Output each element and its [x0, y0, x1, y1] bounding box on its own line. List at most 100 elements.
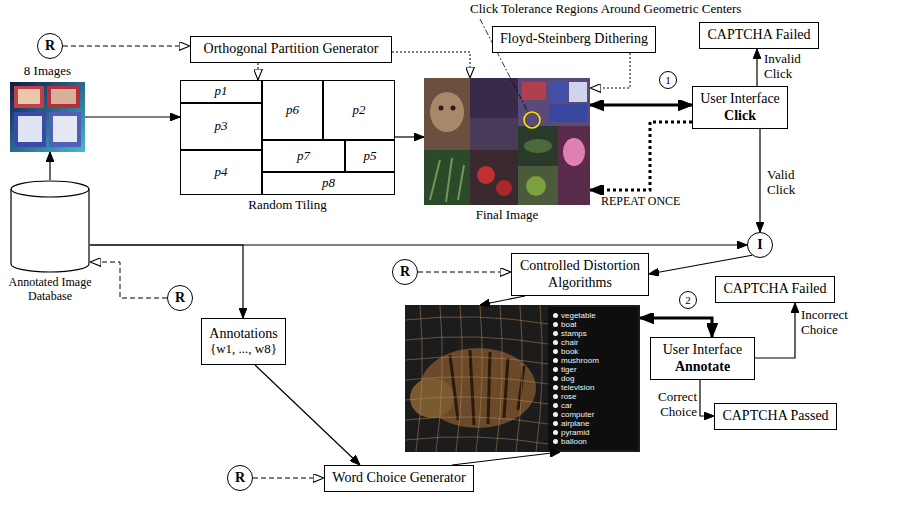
fruit [496, 180, 512, 196]
fruit-tile [470, 150, 518, 205]
cat-face [430, 92, 464, 132]
word-choice: stamps [552, 329, 640, 338]
word-choice: tiger [552, 365, 640, 374]
stamp-face [18, 89, 40, 104]
node-text: p3 [215, 119, 228, 134]
stamp [14, 86, 44, 108]
tile-box: p8 [262, 172, 395, 195]
stamp-face [51, 89, 76, 104]
click-tolerance-circle [524, 112, 540, 128]
leaf-tile [518, 126, 558, 166]
circle-node: R [37, 33, 63, 59]
process-box: User InterfaceClick [692, 86, 788, 129]
node-text: p8 [322, 176, 335, 191]
circle-node: 1 [659, 71, 677, 89]
tile-box: p5 [345, 140, 395, 172]
node-text: CAPTCHA Failed [723, 281, 826, 297]
edge-label: Correct Choice [644, 390, 698, 420]
connector-arrow [392, 52, 470, 78]
node-text: R [175, 290, 185, 306]
connector-arrow [49, 152, 50, 180]
stamp [549, 82, 567, 102]
connectors [50, 46, 795, 478]
process-box: User InterfaceAnnotate [650, 337, 755, 380]
tile-box: p4 [180, 150, 262, 195]
connector-arrow [90, 245, 243, 318]
node-text: Orthogonal Partition Generator [204, 41, 379, 57]
node-text: Annotations [209, 326, 277, 342]
distorted-image-picture [405, 305, 640, 452]
node-text: R [400, 264, 410, 280]
connector-arrow [85, 116, 180, 117]
connector-arrow [452, 452, 560, 465]
cylinder-rim [11, 189, 89, 197]
connector-arrow [480, 296, 525, 305]
caption: 8 Images [24, 64, 71, 79]
grass [430, 158, 464, 202]
node-text: I [757, 237, 762, 253]
circle-node: I [747, 232, 773, 258]
node-text: CAPTCHA Failed [707, 27, 810, 43]
stamps-tile [518, 78, 590, 126]
node-text: p1 [215, 84, 228, 99]
tile-box: p3 [180, 103, 262, 150]
photo-tile [470, 78, 518, 118]
connector-arrow [590, 104, 692, 107]
cat-eye [439, 106, 444, 111]
image-panel: Final Image [424, 78, 590, 205]
tile-box: p6 [262, 80, 323, 140]
word-choice: dog [552, 374, 640, 383]
node-text: p7 [297, 149, 310, 164]
image-panel: p1p6p2p3p7p5p4p8Random Tiling [180, 80, 395, 195]
circle-node: R [167, 285, 193, 311]
stamp-face [18, 116, 42, 142]
connector-arrow [395, 136, 424, 137]
stamp [49, 112, 81, 147]
fruit [526, 176, 546, 196]
node-text: p6 [286, 103, 299, 118]
connector-arrow [755, 303, 795, 358]
stamp [569, 82, 587, 102]
node-text: 1 [665, 74, 671, 87]
distorted-image: vegetableboatstampschairbookmushroomtige… [405, 305, 640, 452]
database-cylinder: Annotated Image Database [10, 180, 90, 273]
edge-label: Incorrect Choice [800, 308, 862, 338]
edge-label: Invalid Click [763, 52, 815, 82]
stamp-face [53, 116, 77, 142]
node-text: R [235, 470, 245, 486]
stamp [14, 112, 46, 147]
fruit [477, 166, 495, 184]
connector-arrow [253, 478, 324, 479]
cat-tile [424, 78, 470, 150]
circle-node: R [227, 465, 253, 491]
tile-box: p1 [180, 80, 262, 103]
stamp [549, 104, 587, 122]
node-text: 2 [685, 294, 691, 307]
callout-label: Click Tolerance Regions Around Geometric… [470, 2, 741, 17]
node-text: Floyd-Steinberg Dithering [500, 31, 648, 47]
connector-arrow [759, 129, 760, 232]
connector-arrow [756, 49, 757, 86]
caption: Random Tiling [248, 198, 326, 213]
caption: Annotated Image Database [0, 276, 100, 304]
node-text: R [45, 38, 55, 54]
connector-arrow [258, 63, 259, 80]
connector-arrow [700, 380, 714, 416]
node-text: p2 [353, 103, 366, 118]
node-text: Controlled Distortion Algorithms [518, 258, 642, 290]
node-text: p5 [364, 149, 377, 164]
process-box: CAPTCHA Failed [715, 276, 835, 303]
stamp [522, 82, 546, 100]
leaf [524, 139, 552, 153]
word-choice: balloon [552, 437, 640, 446]
distortion-grid [405, 317, 548, 444]
process-box: CAPTCHA Passed [714, 403, 837, 430]
word-choice: chair [552, 338, 640, 347]
process-box: Floyd-Steinberg Dithering [492, 26, 656, 53]
word-choice: computer [552, 410, 640, 419]
connector-arrow [255, 365, 360, 465]
photo-tile [470, 118, 518, 150]
node-text: CAPTCHA Passed [722, 408, 828, 424]
tile-box: p2 [323, 80, 395, 140]
